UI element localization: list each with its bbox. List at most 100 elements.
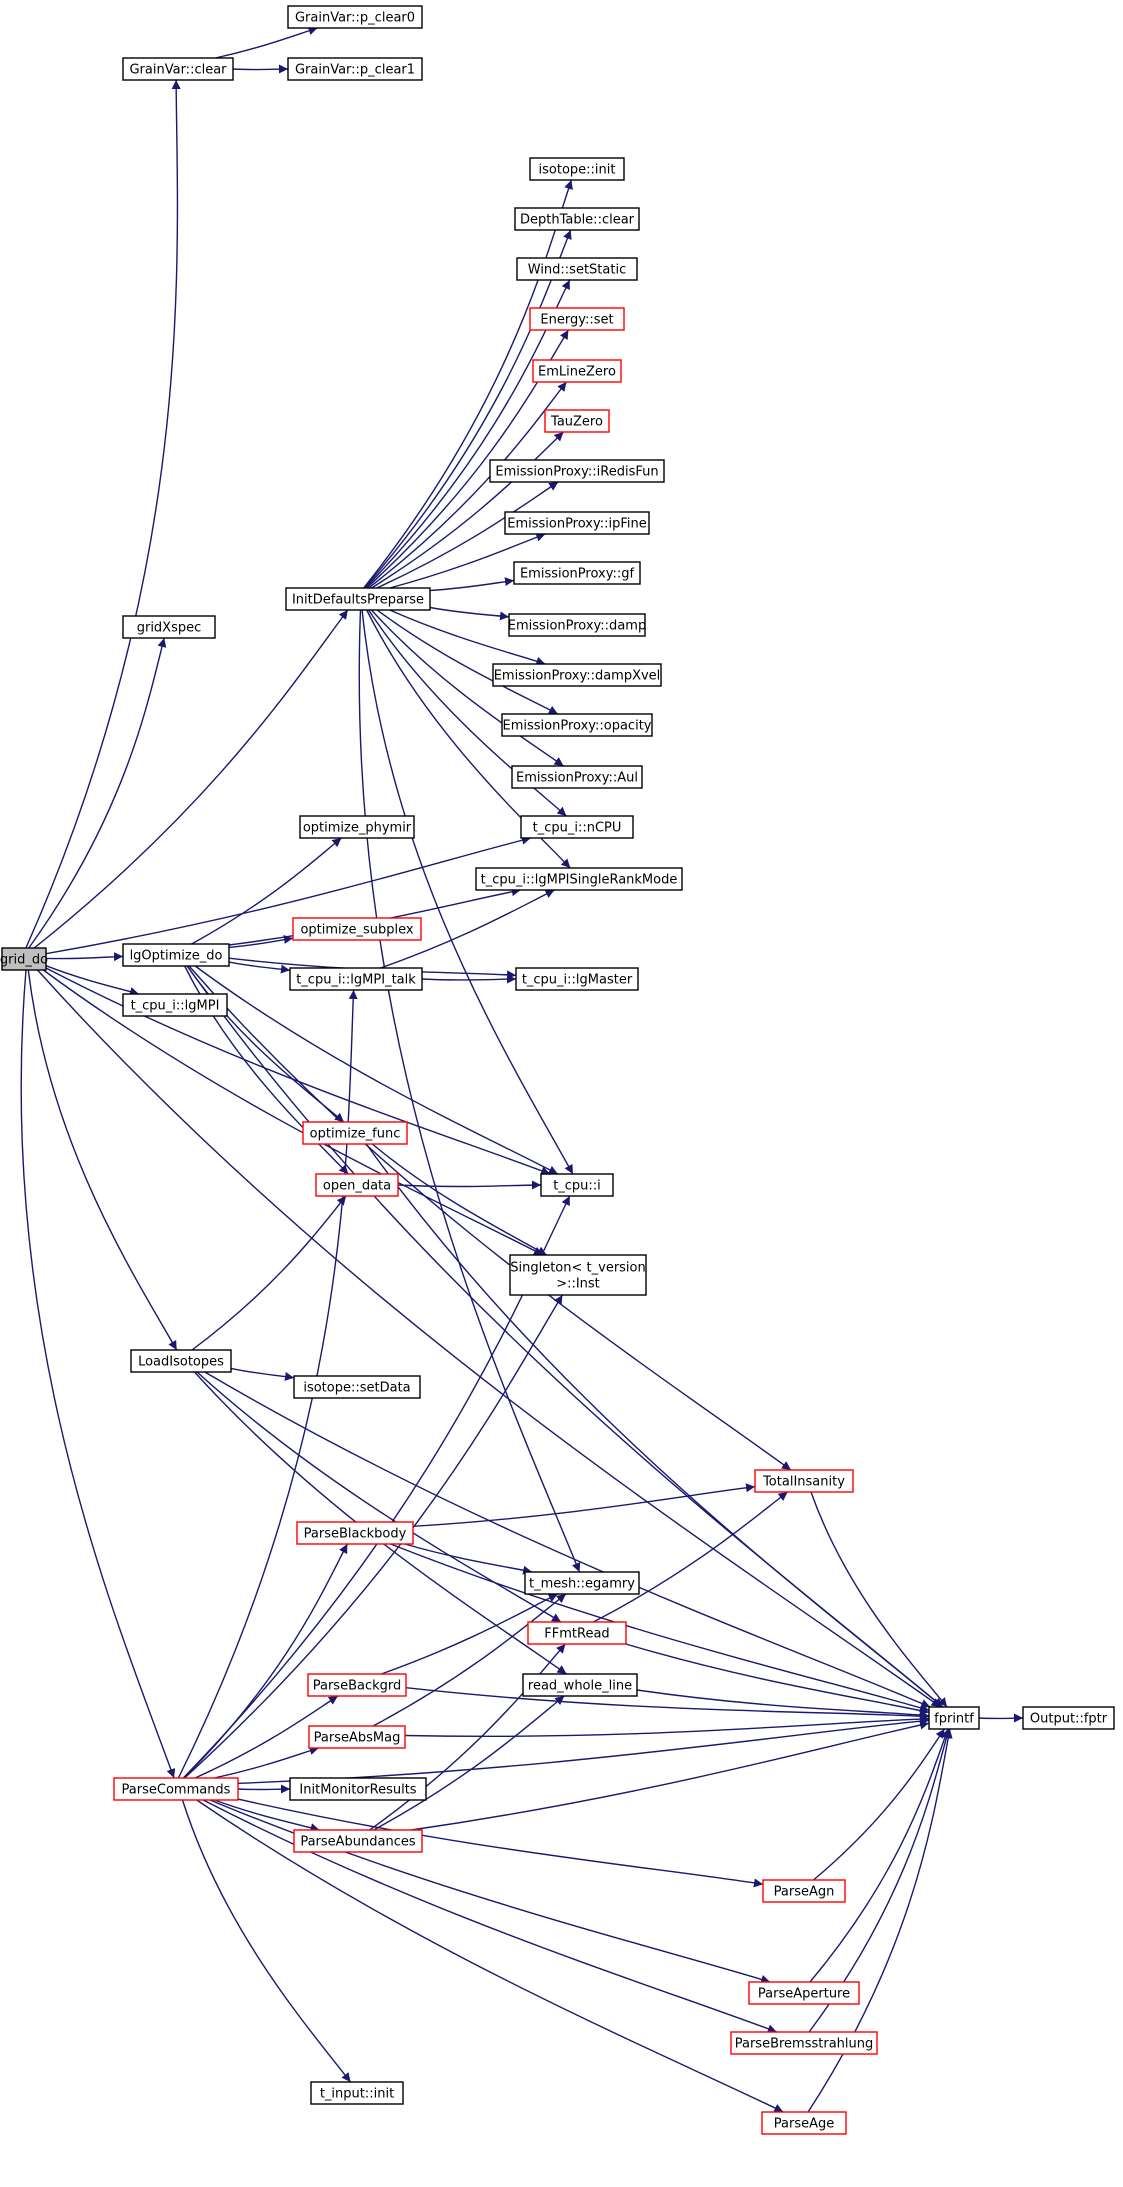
node-box: [113, 1777, 239, 1801]
node-parseagn[interactable]: ParseAgn: [762, 1879, 846, 1903]
edge-grid_do-to-parsecmd: [20, 969, 176, 1779]
node-parsebg[interactable]: ParseBackgrd: [307, 1673, 407, 1697]
node-box: [315, 1173, 399, 1197]
node-label: optimize_phymir: [303, 821, 412, 836]
node-fptr[interactable]: Output::fptr: [1022, 1706, 1115, 1730]
node-box: [527, 1621, 627, 1645]
node-label: optimize_func: [310, 1127, 401, 1142]
node-ncpu[interactable]: t_cpu_i::nCPU: [520, 815, 634, 839]
node-box: [122, 943, 230, 967]
node-graincl[interactable]: GrainVar::clear: [122, 57, 234, 81]
node-dampx[interactable]: EmissionProxy::dampXvel: [492, 663, 662, 687]
edge-talk-to-lgmaster: [421, 974, 517, 984]
edge-grid_do-to-fprintf: [36, 969, 941, 1708]
node-box: [293, 1829, 423, 1853]
node-box: [296, 1521, 414, 1545]
node-tinput[interactable]: t_input::init: [310, 2081, 404, 2105]
node-label: t_cpu_i::lgMaster: [522, 973, 633, 988]
node-ffmt[interactable]: FFmtRead: [527, 1621, 627, 1645]
node-lgsingle[interactable]: t_cpu_i::lgMPISingleRankMode: [475, 867, 683, 891]
node-parsebrems[interactable]: ParseBremsstrahlung: [730, 2031, 878, 2055]
node-lgmpi[interactable]: t_cpu_i::lgMPI: [122, 993, 228, 1017]
node-parseaper[interactable]: ParseAperture: [748, 1981, 860, 2005]
node-box: [509, 1254, 647, 1296]
node-box: [504, 511, 650, 535]
node-label: Wind::setStatic: [528, 263, 626, 278]
node-isosetdata[interactable]: isotope::setData: [293, 1375, 421, 1399]
edge-loadiso-to-isosetdata: [230, 1367, 295, 1381]
edge-parsebg-to-fprintf: [405, 1687, 930, 1721]
node-aul[interactable]: EmissionProxy::Aul: [511, 765, 643, 789]
node-box: [289, 1777, 427, 1801]
node-label: isotope::setData: [303, 1381, 410, 1396]
edge-initdef-to-lgsingle: [366, 609, 571, 869]
node-label: GrainVar::p_clear1: [295, 63, 415, 78]
node-box: [529, 157, 625, 181]
node-pclear1[interactable]: GrainVar::p_clear1: [287, 57, 423, 81]
node-parsebb[interactable]: ParseBlackbody: [296, 1521, 414, 1545]
edge-parsecmd-to-parsebb: [183, 1543, 348, 1779]
node-label: ParseCommands: [122, 1783, 231, 1798]
node-parsecmd[interactable]: ParseCommands: [113, 1777, 239, 1801]
node-label: ParseAperture: [758, 1987, 850, 2002]
node-damp[interactable]: EmissionProxy::damp: [508, 613, 646, 637]
node-box: [524, 1571, 640, 1595]
node-label: DepthTable::clear: [520, 213, 635, 228]
node-label: t_cpu_i::nCPU: [533, 821, 622, 836]
node-ipredis[interactable]: EmissionProxy::iRedisFun: [489, 459, 665, 483]
node-gf[interactable]: EmissionProxy::gf: [513, 561, 641, 585]
node-box: [1022, 1706, 1115, 1730]
node-box: [730, 2031, 878, 2055]
node-energyset[interactable]: Energy::set: [529, 307, 625, 331]
node-opendata[interactable]: open_data: [315, 1173, 399, 1197]
node-singleton[interactable]: Singleton< t_version>::Inst: [509, 1254, 647, 1296]
node-readwhole[interactable]: read_whole_line: [522, 1673, 638, 1697]
node-box: [475, 867, 683, 891]
node-label: t_input::init: [320, 2087, 394, 2102]
node-tcpui[interactable]: t_cpu::i: [540, 1173, 614, 1197]
node-box: [122, 615, 216, 639]
edge-parsecmd-to-initmon: [237, 1784, 291, 1794]
node-label: EmissionProxy::dampXvel: [494, 669, 661, 684]
node-optsub[interactable]: optimize_subplex: [292, 917, 422, 941]
node-box: [761, 2111, 847, 2135]
edge-totalins-to-fprintf: [810, 1491, 948, 1708]
edge-parsecmd-to-parseabund: [214, 1799, 320, 1832]
node-gridxspec[interactable]: gridXspec: [122, 615, 216, 639]
node-isoinit[interactable]: isotope::init: [529, 157, 625, 181]
node-emlinezero[interactable]: EmLineZero: [532, 359, 622, 383]
node-totalins[interactable]: TotalInsanity: [754, 1469, 854, 1493]
node-loadiso[interactable]: LoadIsotopes: [130, 1349, 232, 1373]
edge-loadiso-to-ffmt: [196, 1371, 562, 1623]
edge-ffmt-to-fprintf: [625, 1643, 930, 1715]
node-optfunc[interactable]: optimize_func: [302, 1121, 408, 1145]
node-label: lgOptimize_do: [130, 949, 223, 964]
node-label: EmissionProxy::gf: [520, 567, 635, 582]
edge-lgopt-to-totalins: [188, 965, 792, 1471]
node-label: t_cpu_i::lgMPI: [131, 999, 220, 1014]
node-pclear0[interactable]: GrainVar::p_clear0: [287, 5, 423, 29]
node-fprintf[interactable]: fprintf: [928, 1706, 980, 1730]
node-ipfine[interactable]: EmissionProxy::ipFine: [504, 511, 650, 535]
node-grid_do[interactable]: grid_do: [0, 947, 48, 971]
node-initmon[interactable]: InitMonitorResults: [289, 1777, 427, 1801]
node-parseabund[interactable]: ParseAbundances: [293, 1829, 423, 1853]
node-egamry[interactable]: t_mesh::egamry: [524, 1571, 640, 1595]
node-optphy[interactable]: optimize_phymir: [299, 815, 415, 839]
node-box: [515, 967, 639, 991]
edge-grid_do-to-lgmpi: [45, 965, 140, 996]
node-opac[interactable]: EmissionProxy::opacity: [501, 713, 653, 737]
node-depthclear[interactable]: DepthTable::clear: [514, 207, 640, 231]
node-label: EmissionProxy::iRedisFun: [495, 465, 658, 480]
node-windstatic[interactable]: Wind::setStatic: [516, 257, 638, 281]
node-parseage[interactable]: ParseAge: [761, 2111, 847, 2135]
edge-graincl-to-pclear1: [232, 64, 289, 74]
node-label: read_whole_line: [528, 1679, 632, 1694]
node-label: TauZero: [550, 415, 603, 430]
node-lgopt[interactable]: lgOptimize_do: [122, 943, 230, 967]
node-tauzero[interactable]: TauZero: [544, 409, 610, 433]
node-parseabsmag[interactable]: ParseAbsMag: [308, 1725, 406, 1749]
node-talk[interactable]: t_cpu_i::lgMPI_talk: [289, 967, 423, 991]
node-initdef[interactable]: InitDefaultsPreparse: [285, 587, 431, 611]
node-lgmaster[interactable]: t_cpu_i::lgMaster: [515, 967, 639, 991]
